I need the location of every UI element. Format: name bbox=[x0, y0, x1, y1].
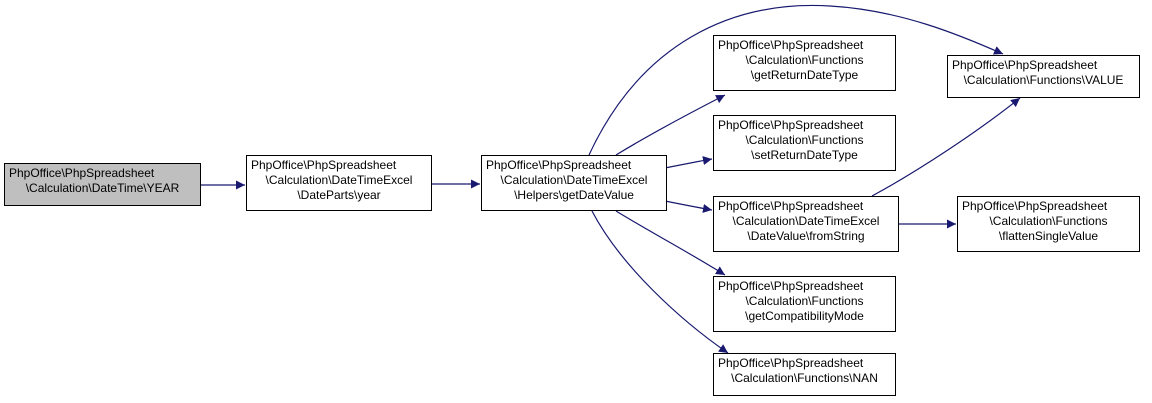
node-label-line: PhpOffice\PhpSpreadsheet bbox=[718, 199, 864, 213]
node-label-line: PhpOffice\PhpSpreadsheet bbox=[486, 158, 632, 172]
edge-getdate-to-getret bbox=[615, 94, 726, 156]
node-label-line: \DateParts\year bbox=[297, 188, 381, 202]
edge-getdate-to-fromstr bbox=[664, 200, 713, 213]
node-label-line: \Calculation\DateTimeExcel bbox=[500, 173, 648, 187]
edge-getdate-to-nan bbox=[591, 210, 729, 354]
node-value[interactable]: PhpOffice\PhpSpreadsheet\Calculation\Fun… bbox=[947, 55, 1140, 98]
node-label-line: PhpOffice\PhpSpreadsheet bbox=[9, 166, 155, 180]
node-getret[interactable]: PhpOffice\PhpSpreadsheet\Calculation\Fun… bbox=[713, 35, 896, 91]
node-label-line: \Calculation\Functions\VALUE bbox=[963, 73, 1124, 87]
node-getdate[interactable]: PhpOffice\PhpSpreadsheet\Calculation\Dat… bbox=[481, 155, 667, 211]
node-label-line: \Calculation\DateTimeExcel bbox=[732, 214, 880, 228]
node-label-line: \getReturnDateType bbox=[750, 68, 859, 82]
node-label-line: PhpOffice\PhpSpreadsheet bbox=[718, 118, 864, 132]
edge-getdate-to-compat bbox=[615, 210, 726, 276]
node-label-line: \Helpers\getDateValue bbox=[514, 188, 634, 202]
node-label-line: PhpOffice\PhpSpreadsheet bbox=[718, 356, 864, 370]
node-label-line: \flattenSingleValue bbox=[998, 229, 1099, 243]
node-label-line: PhpOffice\PhpSpreadsheet bbox=[251, 158, 397, 172]
node-label-line: PhpOffice\PhpSpreadsheet bbox=[718, 38, 864, 52]
node-label-line: PhpOffice\PhpSpreadsheet bbox=[952, 58, 1098, 72]
node-label-line: \Calculation\Functions bbox=[989, 214, 1108, 228]
edge-fromstr-to-value bbox=[871, 97, 1021, 197]
node-label-line: PhpOffice\PhpSpreadsheet bbox=[718, 279, 864, 293]
node-label-line: \Calculation\Functions\NAN bbox=[731, 371, 878, 385]
node-label-line: \Calculation\DateTimeExcel bbox=[265, 173, 413, 187]
node-label-line: \Calculation\Functions bbox=[745, 294, 864, 308]
node-flatten[interactable]: PhpOffice\PhpSpreadsheet\Calculation\Fun… bbox=[957, 196, 1140, 252]
node-year_fn: PhpOffice\PhpSpreadsheet\Calculation\Dat… bbox=[4, 163, 201, 206]
node-dp_year[interactable]: PhpOffice\PhpSpreadsheet\Calculation\Dat… bbox=[246, 155, 432, 211]
edge-getdate-to-setret bbox=[664, 156, 713, 169]
node-label-line: \getCompatibilityMode bbox=[745, 309, 864, 323]
node-label-line: \Calculation\Functions bbox=[745, 53, 864, 67]
node-setret[interactable]: PhpOffice\PhpSpreadsheet\Calculation\Fun… bbox=[713, 115, 896, 171]
node-compat[interactable]: PhpOffice\PhpSpreadsheet\Calculation\Fun… bbox=[713, 276, 896, 332]
edge-getdate-to-value bbox=[588, 4, 1004, 156]
node-fromstr[interactable]: PhpOffice\PhpSpreadsheet\Calculation\Dat… bbox=[713, 196, 899, 252]
node-nan[interactable]: PhpOffice\PhpSpreadsheet\Calculation\Fun… bbox=[713, 353, 896, 396]
node-label-line: \Calculation\Functions bbox=[745, 133, 864, 147]
node-label-line: \setReturnDateType bbox=[751, 148, 858, 162]
node-label-line: PhpOffice\PhpSpreadsheet bbox=[962, 199, 1108, 213]
node-label-line: \DateValue\fromString bbox=[747, 229, 865, 243]
node-label-line: \Calculation\DateTime\YEAR bbox=[25, 181, 180, 195]
